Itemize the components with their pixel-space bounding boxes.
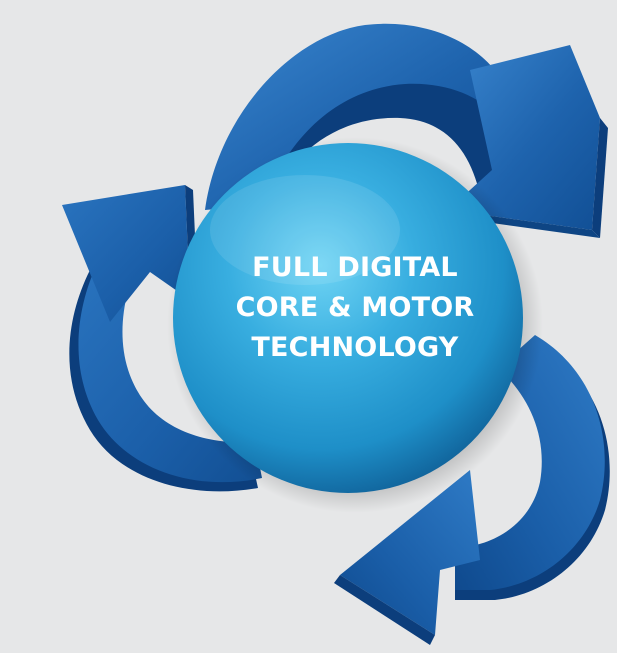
- right-arrow-icon: [334, 335, 610, 645]
- center-label-line-3: TECHNOLOGY: [251, 332, 459, 363]
- sphere-icon: [167, 137, 543, 513]
- center-label-line-2: CORE & MOTOR: [235, 292, 475, 323]
- center-label: FULL DIGITAL CORE & MOTOR TECHNOLOGY: [195, 248, 515, 368]
- center-label-line-1: FULL DIGITAL: [252, 252, 458, 283]
